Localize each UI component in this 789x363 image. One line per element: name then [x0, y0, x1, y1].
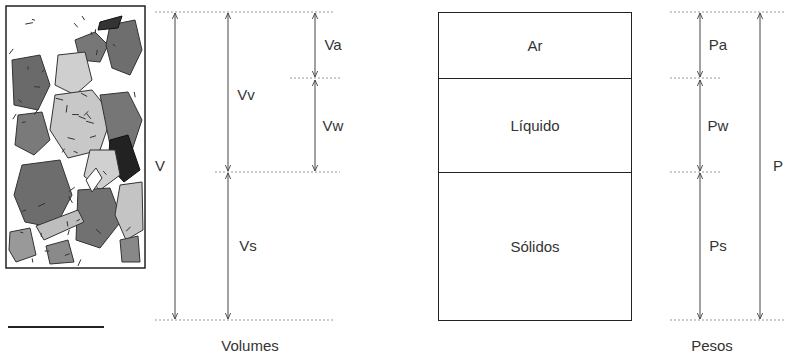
weight-symbol: Ps — [707, 238, 729, 255]
volume-symbol: Vs — [237, 238, 259, 255]
reference-lines — [155, 12, 785, 320]
phase-label: Ar — [524, 37, 547, 54]
weight-symbol: P — [771, 158, 785, 175]
phase-label: Sólidos — [506, 238, 563, 255]
axis-caption: Volumes — [219, 338, 281, 355]
volume-symbol: Va — [322, 37, 343, 54]
liquid-phase: Líquido — [438, 78, 632, 173]
weight-symbol: Pa — [707, 37, 729, 54]
phase-label: Líquido — [506, 117, 563, 134]
soil-sample — [6, 6, 145, 268]
weight-symbol: Pw — [706, 118, 731, 135]
scale-bar — [8, 326, 104, 328]
volume-symbol: Vw — [321, 118, 346, 135]
axis-caption: Pesos — [689, 338, 735, 355]
air-phase: Ar — [438, 12, 632, 79]
volume-symbol: V — [153, 158, 167, 175]
volume-symbol: Vv — [235, 87, 257, 104]
solid-phase: Sólidos — [438, 172, 632, 321]
